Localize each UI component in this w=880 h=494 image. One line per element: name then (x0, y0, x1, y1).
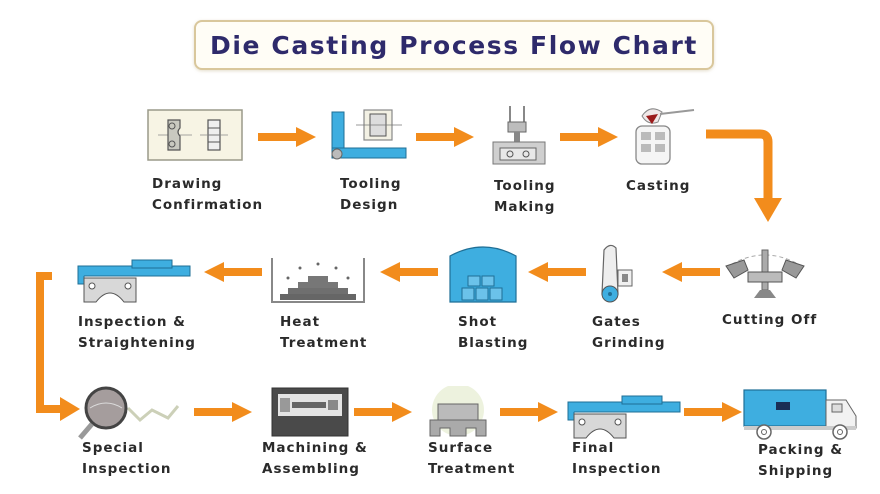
title-box: Die Casting Process Flow Chart (194, 20, 714, 70)
arrow-left-3 (380, 262, 438, 282)
caliper-gauge-icon (567, 395, 681, 439)
step-label-line1: Inspection & (78, 314, 186, 330)
arrow-elbow-down (706, 129, 773, 200)
step-label-line1: Final (572, 440, 615, 456)
step-label-line2: Blasting (458, 335, 529, 351)
step-label-line2: Grinding (592, 335, 666, 351)
heat-furnace-icon (271, 258, 365, 303)
step-label-line1: Surface (428, 440, 494, 456)
surface-spray-icon (429, 386, 487, 437)
arrow-right-2 (416, 127, 474, 147)
arrow-left-1 (662, 262, 720, 282)
step-label-line1: Tooling (494, 178, 556, 194)
step-label-line1: Gates (592, 314, 641, 330)
arrow-right-6 (500, 402, 558, 422)
grinding-wheel-icon (601, 244, 633, 303)
milling-machine-icon (492, 106, 546, 165)
step-label-line1: Tooling (340, 176, 402, 192)
ladle-pouring-icon (635, 108, 695, 165)
step-label-line2: Treatment (280, 335, 368, 351)
arrow-right-1 (258, 127, 316, 147)
blueprint-drawing-icon (147, 109, 243, 161)
step-label-line1: Drawing (152, 176, 223, 192)
step-label-line1: Packing & (758, 442, 843, 458)
arrow-elbow-down-head (754, 198, 782, 222)
step-label-line2: Confirmation (152, 197, 264, 213)
step-label-line1: Heat (280, 314, 321, 330)
step-label-line1: Shot (458, 314, 498, 330)
arrow-right-3 (560, 127, 618, 147)
tooling-design-icon (331, 109, 407, 160)
step-label-line2: Assembling (262, 461, 360, 477)
arrow-left-4 (204, 262, 262, 282)
caliper-gauge-icon (77, 259, 191, 303)
step-label-line2: Treatment (428, 461, 516, 477)
step-label-line2: Design (340, 197, 399, 213)
step-label-line2: Inspection (82, 461, 172, 477)
cnc-lathe-icon (271, 387, 349, 437)
blasting-chamber-icon (449, 246, 517, 303)
step-label-line2: Inspection (572, 461, 662, 477)
delivery-truck-icon (743, 389, 857, 440)
magnifier-icon (78, 386, 180, 440)
step-label-line1: Cutting Off (722, 312, 818, 328)
step-label-line1: Casting (626, 178, 691, 194)
arrow-right-5 (354, 402, 412, 422)
step-label-line1: Machining & (262, 440, 368, 456)
step-label-line2: Shipping (758, 463, 834, 479)
step-label-line2: Straightening (78, 335, 196, 351)
cutting-saw-icon (725, 249, 805, 298)
arrow-right-4 (194, 402, 252, 422)
arrow-bracket-left (36, 272, 62, 413)
arrow-left-2 (528, 262, 586, 282)
page-title: Die Casting Process Flow Chart (210, 30, 698, 60)
step-label-line1: Special (82, 440, 144, 456)
arrow-bracket-left-head (60, 397, 80, 421)
step-label-line2: Making (494, 199, 556, 215)
arrow-right-7 (684, 402, 742, 422)
